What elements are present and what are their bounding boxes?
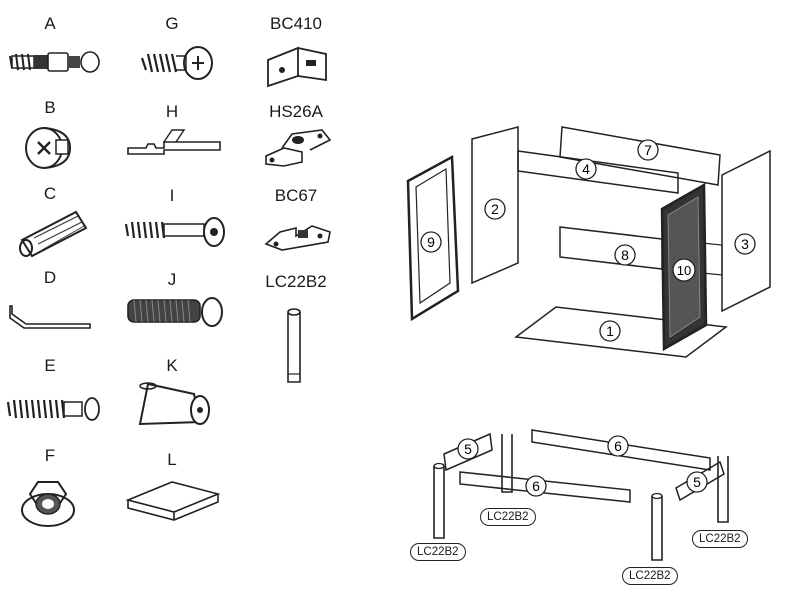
- hex-nut-icon: [20, 476, 76, 528]
- leg-icon: [284, 308, 304, 388]
- callout-8: 8: [614, 244, 636, 266]
- callout-5-right: 5: [686, 471, 708, 493]
- callout-1: 1: [599, 320, 621, 342]
- callout-6-back: 6: [607, 435, 629, 457]
- callout-5-right-text: 5: [693, 474, 701, 490]
- leg-label-bottom: LC22B2: [622, 567, 678, 585]
- leg-label-center: LC22B2: [480, 508, 536, 526]
- label-b: B: [44, 98, 56, 117]
- callout-1-text: 1: [606, 323, 614, 339]
- panel-7-shape: [559, 126, 721, 186]
- long-bolt-icon: [6, 394, 100, 424]
- callout-4: 4: [575, 158, 597, 180]
- callout-10-text: 10: [677, 263, 691, 278]
- label-c: C: [43, 184, 57, 203]
- leg-frame-view: [420, 420, 760, 570]
- allen-key-icon: [8, 302, 94, 332]
- callout-9: 9: [420, 231, 442, 253]
- leg-label-right: LC22B2: [692, 530, 748, 548]
- callout-5-left: 5: [457, 438, 479, 460]
- label-bc67: BC67: [274, 186, 318, 205]
- foot-cap-icon: [134, 380, 214, 428]
- wood-dowel-icon: [16, 206, 92, 258]
- callout-7: 7: [637, 139, 659, 161]
- callout-9-text: 9: [427, 234, 435, 250]
- callout-7-text: 7: [644, 142, 652, 158]
- panel-2-shape: [471, 126, 519, 285]
- label-i: I: [169, 186, 175, 205]
- panel-1-shape: [514, 306, 728, 358]
- panel-3-shape: [721, 149, 771, 313]
- label-hs26a: HS26A: [269, 102, 323, 121]
- label-k: K: [166, 356, 178, 375]
- callout-6-front: 6: [525, 475, 547, 497]
- threaded-bolt-icon: [126, 296, 226, 330]
- wrench-icon: [124, 126, 224, 160]
- label-a: A: [44, 14, 56, 33]
- label-j: J: [167, 270, 177, 289]
- label-d: D: [43, 268, 57, 287]
- wood-screw-icon: [140, 44, 216, 82]
- callout-4-text: 4: [582, 161, 590, 177]
- panel-8-shape: [559, 226, 663, 270]
- callout-2: 2: [484, 198, 506, 220]
- callout-6-front-text: 6: [532, 478, 540, 494]
- label-h: H: [165, 102, 179, 121]
- label-bc410: BC410: [270, 14, 322, 33]
- corner-bracket-icon: [264, 44, 330, 88]
- label-g: G: [165, 14, 179, 33]
- cam-lock-icon: [22, 124, 78, 172]
- callout-2-text: 2: [491, 201, 499, 217]
- leg-label-left: LC22B2: [410, 543, 466, 561]
- panel-9-shape: [406, 154, 460, 322]
- label-lc22b2: LC22B2: [265, 272, 327, 291]
- callout-3-text: 3: [741, 236, 749, 252]
- mounting-clip-icon: [262, 218, 334, 252]
- label-l: L: [167, 450, 177, 469]
- callout-6-back-text: 6: [614, 438, 622, 454]
- callout-10: 10: [672, 258, 696, 282]
- cam-bolt-icon: [8, 46, 100, 78]
- shim-block-icon: [124, 478, 224, 521]
- label-e: E: [44, 356, 56, 375]
- callout-5-left-text: 5: [464, 441, 472, 457]
- label-f: F: [44, 446, 56, 465]
- callout-8-text: 8: [621, 247, 629, 263]
- connector-bolt-icon: [124, 217, 228, 252]
- cabinet-exploded-view: [400, 115, 780, 365]
- callout-3: 3: [734, 233, 756, 255]
- hinge-icon: [262, 126, 334, 168]
